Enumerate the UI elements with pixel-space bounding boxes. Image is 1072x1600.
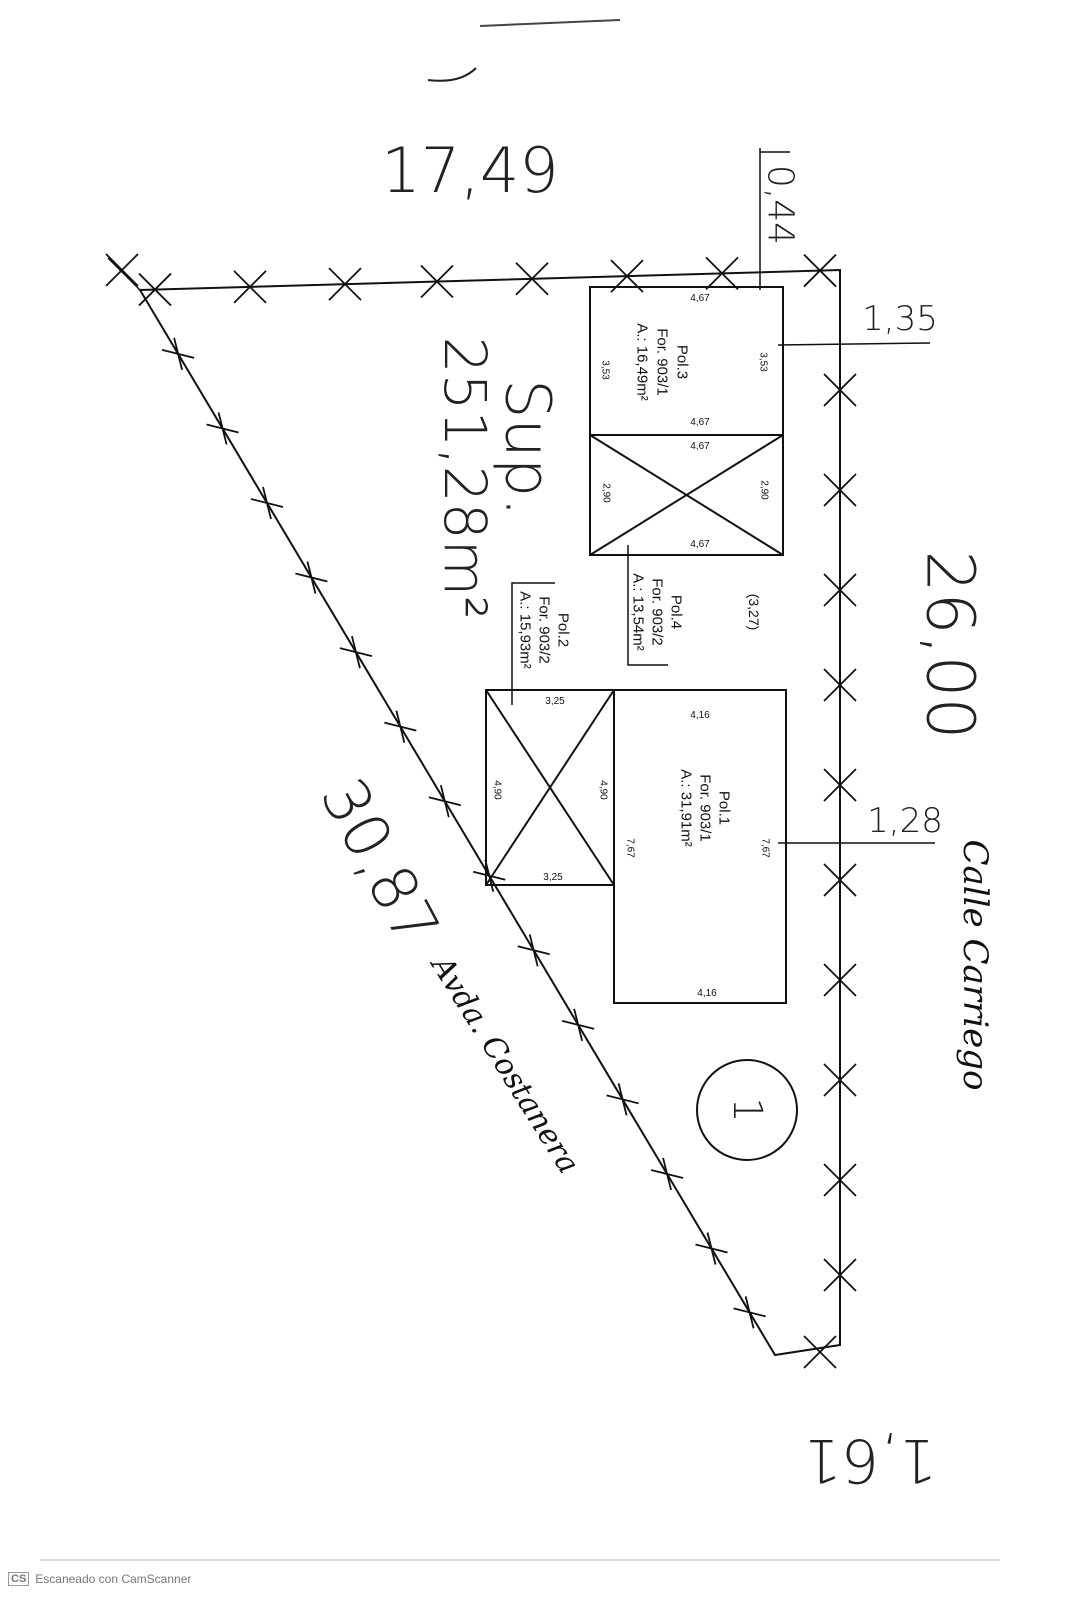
pol2-dim-top: 3,25: [545, 696, 565, 707]
pol2-title: Pol.2: [555, 613, 572, 647]
scan-mark: [479, 19, 621, 27]
pol1-area: A.: 31,91m²: [678, 769, 695, 847]
right-offset-upper: 1,35: [862, 299, 938, 339]
fence-tick-right: [823, 963, 857, 997]
top-length: 17,49: [381, 134, 559, 207]
fence-tick-diagonal: [173, 337, 183, 371]
pol4-dim-top: 4,67: [690, 441, 710, 452]
pol1-title: Pol.1: [716, 791, 733, 825]
pol2-for: For. 903/2: [536, 596, 553, 664]
bottom-length: 1,61: [803, 1425, 937, 1495]
right-offset-lower: 1,28: [867, 801, 943, 841]
gap-dimension: (3,27): [746, 594, 762, 631]
pol3-dim-left: 3,53: [600, 360, 611, 380]
fence-tick-diagonal: [439, 784, 450, 818]
fence-tick-diagonal: [617, 1083, 628, 1116]
pol4-dim-bottom: 4,67: [690, 539, 710, 550]
pol3-title: Pol.3: [674, 345, 691, 379]
fence-tick-diagonal: [306, 561, 317, 594]
fence-tick-diagonal: [351, 635, 361, 669]
pol4-leader: [627, 545, 668, 666]
fence-tick-right: [823, 573, 857, 607]
pol1-rect: [613, 689, 787, 1004]
pol2-dim-bottom: 3,25: [543, 872, 563, 883]
fence-tick-diagonal: [262, 486, 272, 520]
right-length: 26,00: [912, 551, 989, 740]
fence-tick-corner: [803, 1335, 837, 1369]
pol4-cross: [589, 434, 784, 556]
fence-tick-diagonal: [706, 1232, 717, 1265]
pol1-dim-left: 7,67: [625, 838, 636, 858]
pol1-dim-top: 4,16: [690, 710, 710, 721]
pol3-dim-right: 3,53: [758, 352, 769, 372]
pol4-area: A.: 13,54m²: [630, 573, 647, 651]
fence-tick-right: [823, 863, 857, 897]
pol2-leader: [511, 582, 555, 705]
pol3-dim-top: 4,67: [690, 293, 710, 304]
pol1-dim-right: 7,67: [760, 838, 771, 858]
pol4-title: Pol.4: [668, 595, 685, 629]
pol2-dim-right: 4,90: [598, 780, 609, 800]
fence-tick-right: [823, 1163, 857, 1197]
fence-tick-top: [705, 256, 739, 291]
fence-tick-diagonal: [395, 710, 406, 743]
pol4-rect: [589, 434, 784, 556]
pol1-dim-bottom: 4,16: [697, 988, 717, 999]
surface-label: Sup.: [492, 379, 565, 517]
pol4-dim-right: 2,90: [759, 480, 770, 500]
fence-tick-top: [328, 267, 362, 301]
fence-tick-diagonal: [217, 412, 228, 445]
fence-tick-diagonal: [573, 1008, 584, 1042]
camscanner-logo: CS: [8, 1572, 30, 1586]
top-right-offset: 0,44: [760, 165, 801, 245]
scanner-footer: CS Escaneado con CamScanner: [8, 1572, 191, 1586]
pol2-cross: [485, 689, 615, 886]
fence-tick-right: [823, 373, 857, 407]
fence-ticks: [105, 253, 857, 1369]
fence-tick-right: [823, 668, 857, 702]
pol3-area: A.: 16,49m²: [634, 323, 651, 401]
pol3-dim-bottom: 4,67: [690, 417, 710, 428]
fence-tick-right: [823, 1258, 857, 1292]
lot-circle: [696, 1059, 798, 1161]
lot-number: 1: [724, 1097, 770, 1122]
surface-value: 251,28m²: [431, 337, 499, 620]
scanner-footer-text: Escaneado con CamScanner: [35, 1572, 192, 1586]
fence-tick-right: [823, 473, 857, 507]
pol4-for: For. 903/2: [649, 578, 666, 646]
pol4-dim-left: 2,90: [601, 483, 612, 503]
fence-tick-diagonal: [744, 1296, 755, 1329]
pol2-area: A.: 15,93m²: [517, 591, 534, 669]
fence-tick-top: [515, 262, 549, 296]
fence-tick-right: [823, 768, 857, 802]
diagonal-length: 30,87: [306, 767, 454, 958]
scan-mark: [427, 67, 477, 82]
fence-tick-diagonal: [662, 1157, 672, 1191]
boundary-extension: [107, 257, 141, 291]
street-right-label: Calle Carriego: [955, 840, 995, 1091]
pol1-for: For. 903/1: [697, 774, 714, 842]
pol3-for: For. 903/1: [654, 328, 671, 396]
street-diagonal-label: Avda. Costanera: [423, 948, 586, 1180]
fence-tick-top: [420, 264, 454, 299]
fence-tick-corner: [105, 253, 139, 287]
offset-leader: [777, 342, 931, 346]
fence-tick-top: [233, 270, 267, 304]
fence-tick-top: [138, 272, 172, 307]
fence-tick-diagonal: [528, 934, 539, 967]
lot-boundary: [138, 268, 841, 1357]
fence-tick-top: [803, 253, 837, 288]
pol2-dim-left: 4,90: [492, 780, 503, 800]
fence-tick-right: [823, 1063, 857, 1097]
